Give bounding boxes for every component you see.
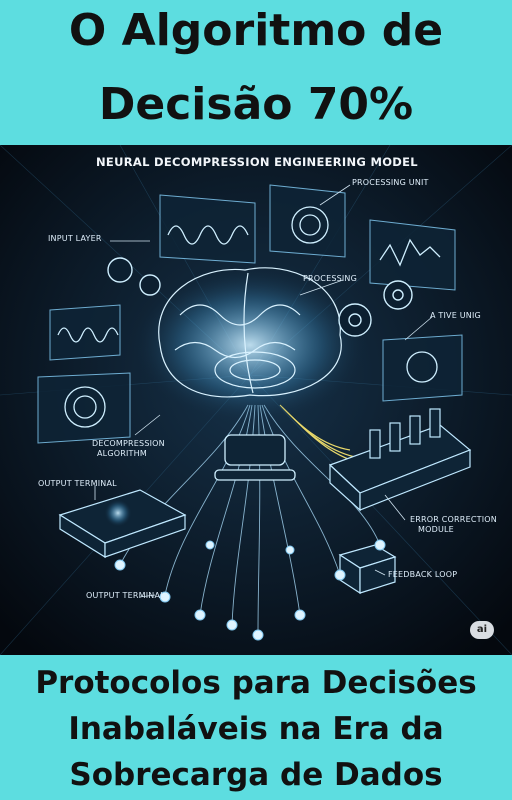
label-feedback-loop: FEEDBACK LOOP xyxy=(388,570,458,579)
error-correction-machine xyxy=(328,408,472,512)
subtitle-line-1: Protocolos para Decisões xyxy=(35,665,477,701)
label-decompression: DECOMPRESSION xyxy=(92,439,165,448)
label-processing-unit: PROCESSING UNIT xyxy=(352,178,429,187)
diagram-heading: NEURAL DECOMPRESSION ENGINEERING MODEL xyxy=(96,155,418,169)
brain-graphic xyxy=(158,267,342,398)
subtitle-line-2: Inabaláveis na Era da xyxy=(68,711,444,747)
subtitle-band xyxy=(0,655,512,800)
label-algorithm: ALGORITHM xyxy=(97,449,147,458)
title-band xyxy=(0,0,512,145)
label-input-layer: INPUT LAYER xyxy=(48,234,102,243)
label-output-terminal-bottom: OUTPUT TERMINAL xyxy=(86,591,165,600)
brain-machine-artwork xyxy=(0,145,512,655)
output-terminal-device xyxy=(58,489,187,559)
title-line-2: Decisão 70% xyxy=(98,79,414,130)
label-processing: PROCESSING xyxy=(303,274,358,283)
neural-engineering-illustration: NEURAL DECOMPRESSION ENGINEERING MODEL P… xyxy=(0,145,512,655)
label-module: MODULE xyxy=(418,525,454,534)
ai-badge: ai xyxy=(470,621,494,639)
floating-panels xyxy=(37,184,463,444)
label-active-unit: A TIVE UNIG xyxy=(430,311,481,320)
label-output-terminal-top: OUTPUT TERMINAL xyxy=(38,479,117,488)
title-line-1: O Algoritmo de xyxy=(68,5,444,56)
subtitle-line-3: Sobrecarga de Dados xyxy=(69,757,443,793)
label-error-correction: ERROR CORRECTION xyxy=(410,515,497,524)
